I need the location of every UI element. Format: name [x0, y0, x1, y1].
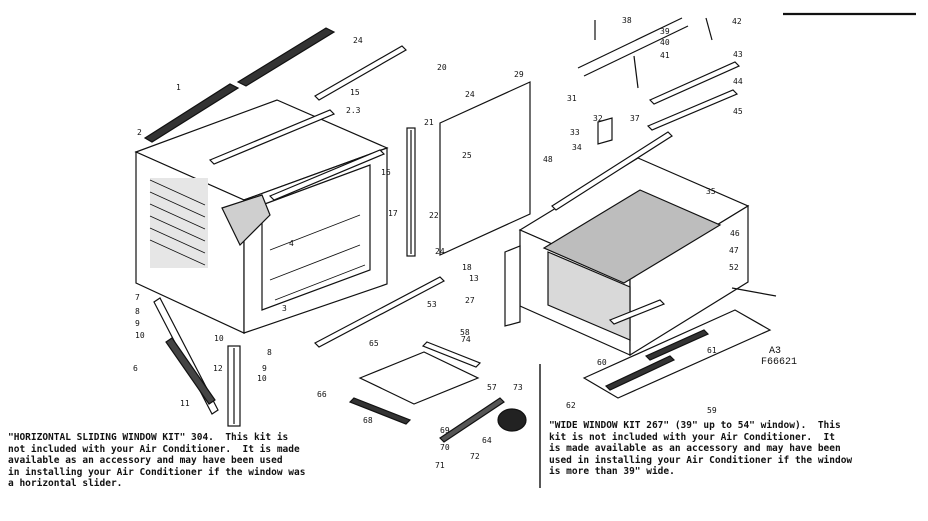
- note-line: in installing your Air Conditioner if th…: [8, 466, 306, 478]
- note-line: kit is not included with your Air Condit…: [549, 431, 835, 443]
- side-brackets-left: [153, 297, 241, 427]
- part-callout: 71: [435, 461, 445, 470]
- horizontal-sliding-window-kit-note: "HORIZONTAL SLIDING WINDOW KIT" 304. Thi…: [8, 432, 305, 490]
- part-callout: 6: [133, 364, 138, 373]
- part-callout: 16: [381, 168, 391, 177]
- part-callout: 44: [733, 77, 743, 86]
- part-callout: 31: [567, 94, 577, 103]
- part-callout: 68: [363, 416, 373, 425]
- part-callout: 74: [461, 335, 471, 344]
- note-line: used in installing your Air Conditioner …: [549, 454, 853, 466]
- part-callout: 10: [257, 374, 267, 383]
- drawing-lines: [134, 12, 916, 488]
- part-callout: 57: [487, 383, 497, 392]
- part-callout: 11: [180, 399, 190, 408]
- part-callout: 59: [707, 406, 717, 415]
- part-callout: 29: [514, 70, 524, 79]
- part-callout: 41: [660, 51, 670, 60]
- part-callout: 58: [460, 328, 470, 337]
- part-callout: 15: [350, 88, 360, 97]
- part-callout: 1: [176, 83, 181, 92]
- window-kit-rails: [551, 17, 741, 211]
- part-callout: 60: [597, 358, 607, 367]
- wide-window-kit-note: "WIDE WINDOW KIT 267" (39" up to 54" win…: [549, 420, 852, 478]
- part-callout: 46: [730, 229, 740, 238]
- figure-code-a3: A3: [769, 346, 782, 357]
- part-callout: 10: [135, 331, 145, 340]
- part-callout: 53: [427, 300, 437, 309]
- note-line: "HORIZONTAL SLIDING WINDOW KIT" 304. Thi…: [8, 432, 289, 443]
- part-callout: 24: [465, 90, 475, 99]
- front-grille: [504, 157, 750, 357]
- part-callout: 2.3: [346, 106, 361, 115]
- side-channel: [406, 127, 416, 257]
- part-callout: 48: [543, 155, 553, 164]
- part-callout: 45: [733, 107, 743, 116]
- note-line: is made available as an accessory and ma…: [549, 443, 841, 454]
- part-callout: 33: [570, 128, 580, 137]
- part-callout: 66: [317, 390, 327, 399]
- part-callout: 20: [437, 63, 447, 72]
- part-callout: 37: [630, 114, 640, 123]
- part-callout: 35: [706, 187, 716, 196]
- part-callout: 13: [469, 274, 479, 283]
- part-callout: 47: [729, 246, 739, 255]
- part-callout: 9: [135, 319, 140, 328]
- part-callout: 22: [429, 211, 439, 220]
- part-callout: 52: [729, 263, 739, 272]
- part-callout: 40: [660, 38, 670, 47]
- part-callout: 39: [660, 27, 670, 36]
- note-line: a horizontal slider.: [8, 478, 123, 489]
- part-callout: 18: [462, 263, 472, 272]
- top-rails: [143, 27, 407, 201]
- part-callout: 24: [435, 247, 445, 256]
- part-callout: 12: [213, 364, 223, 373]
- note-line: available as an accessory and may have b…: [8, 455, 283, 466]
- back-panel: [439, 81, 531, 256]
- part-callout: 17: [388, 209, 398, 218]
- part-callout: 9: [262, 364, 267, 373]
- part-callout: 10: [214, 334, 224, 343]
- part-callout: 8: [135, 307, 140, 316]
- part-callout: 73: [513, 383, 523, 392]
- part-callout: 65: [369, 339, 379, 348]
- note-line: "WIDE WINDOW KIT 267" (39" up to 54" win…: [549, 420, 841, 431]
- wide-window-panel: [582, 287, 777, 399]
- part-callout: 8: [267, 348, 272, 357]
- part-callout: 62: [566, 401, 576, 410]
- part-callout: 24: [353, 36, 363, 45]
- part-callout: 38: [622, 16, 632, 25]
- cabinet-shell: [134, 99, 389, 334]
- part-callout: 72: [470, 452, 480, 461]
- part-callout: 34: [572, 143, 582, 152]
- part-callout: 64: [482, 436, 492, 445]
- part-callout: 3: [282, 304, 287, 313]
- part-callout: 2: [137, 128, 142, 137]
- part-callout: 61: [707, 346, 717, 355]
- lower-rails: [314, 276, 482, 368]
- part-callout: 27: [465, 296, 475, 305]
- part-callout: 42: [732, 17, 742, 26]
- part-callout: 4: [289, 239, 294, 248]
- part-callout: 69: [440, 426, 450, 435]
- part-callout: 7: [135, 293, 140, 302]
- part-callout: 25: [462, 151, 472, 160]
- part-callout: 70: [440, 443, 450, 452]
- part-callout: 32: [593, 114, 603, 123]
- drip-tray: [348, 351, 527, 443]
- note-line: not included with your Air Conditioner. …: [8, 443, 300, 455]
- part-callout: 43: [733, 50, 743, 59]
- note-line: is more than 39" wide.: [549, 466, 675, 477]
- figure-code-number: F66621: [761, 357, 798, 368]
- part-callout: 21: [424, 118, 434, 127]
